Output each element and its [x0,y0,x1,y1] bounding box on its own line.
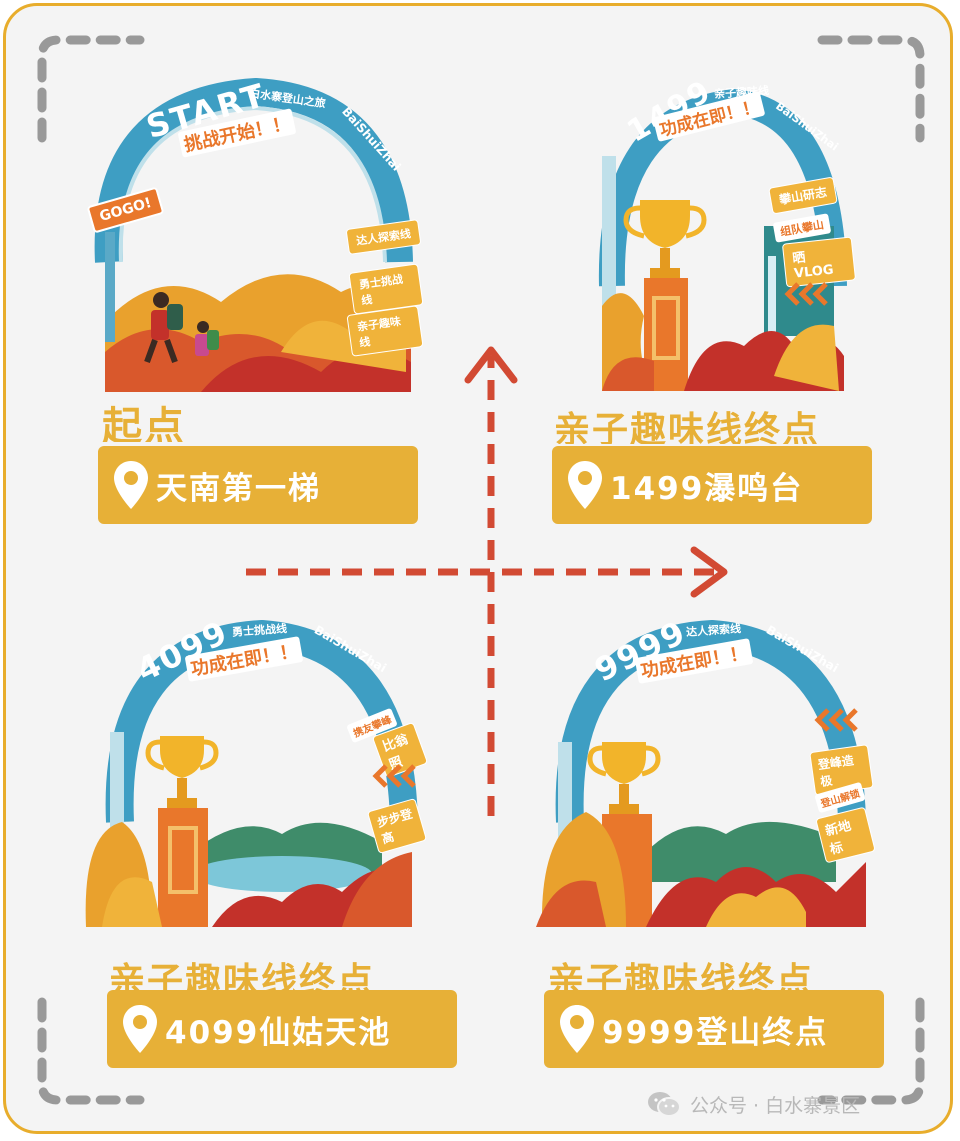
corner-bracket-bottom-right [817,997,925,1105]
station-family-end-location: 1499瀑鸣台 [552,446,872,524]
location-pin-icon [123,1005,157,1053]
location-name: 天南第一梯 [156,470,321,507]
corner-bracket-top-right [817,35,925,143]
watermark: 公众号 · 白水寨景区 [646,1090,860,1118]
chevron-arrows-icon [814,708,858,732]
station-start: START 挑战开始！！ 白水寨登山之旅 BaiShuiZhai GOGO! 达… [81,72,424,392]
chevron-arrows-icon [784,282,828,306]
location-pin-icon [568,461,602,509]
station-warrior-end: 4099 功成在即！！ 勇士挑战线 BaiShuiZhai 携友攀峰 比翁照 步… [82,612,429,927]
station-family-end: 1499 功成在即！！ 亲子趣味线 BaiShuiZhai 攀山研志 组队攀山 … [594,73,857,391]
chevron-arrows-icon [372,764,416,788]
station-warrior-end-heading: 亲子趣味线终点 [109,961,376,993]
wechat-icon [648,1092,681,1117]
start-photo-frame [94,77,413,392]
poster-frame: START 挑战开始！！ 白水寨登山之旅 BaiShuiZhai GOGO! 达… [3,3,953,1134]
corner-bracket-top-left [37,35,145,143]
station-family-end-heading: 亲子趣味线终点 [554,410,821,444]
tag-vlog: 晒VLOG [781,236,857,288]
location-pin-icon [560,1005,594,1053]
warrior-photo-frame [85,619,418,927]
family-photo-frame [598,88,847,391]
station-warrior-end-location: 4099仙姑天池 [107,990,457,1068]
corner-bracket-bottom-left [37,997,145,1105]
station-expert-end-location: 9999登山终点 [544,990,884,1068]
station-expert-end-heading: 亲子趣味线终点 [548,961,815,993]
watermark-text: 公众号 · 白水寨景区 [690,1094,861,1117]
route-arrows [246,346,728,816]
expert-photo-frame [536,619,866,927]
location-name: 9999登山终点 [602,1014,829,1051]
station-start-heading: 起点 [102,404,186,442]
location-name: 1499瀑鸣台 [610,470,804,507]
station-expert-end: 9999 功成在即！！ 达人探索线 BaiShuiZhai 登峰造极 登山解锁 … [536,612,876,927]
location-name: 4099仙姑天池 [165,1014,392,1051]
location-pin-icon [114,461,148,509]
station-start-location: 天南第一梯 [98,446,418,524]
